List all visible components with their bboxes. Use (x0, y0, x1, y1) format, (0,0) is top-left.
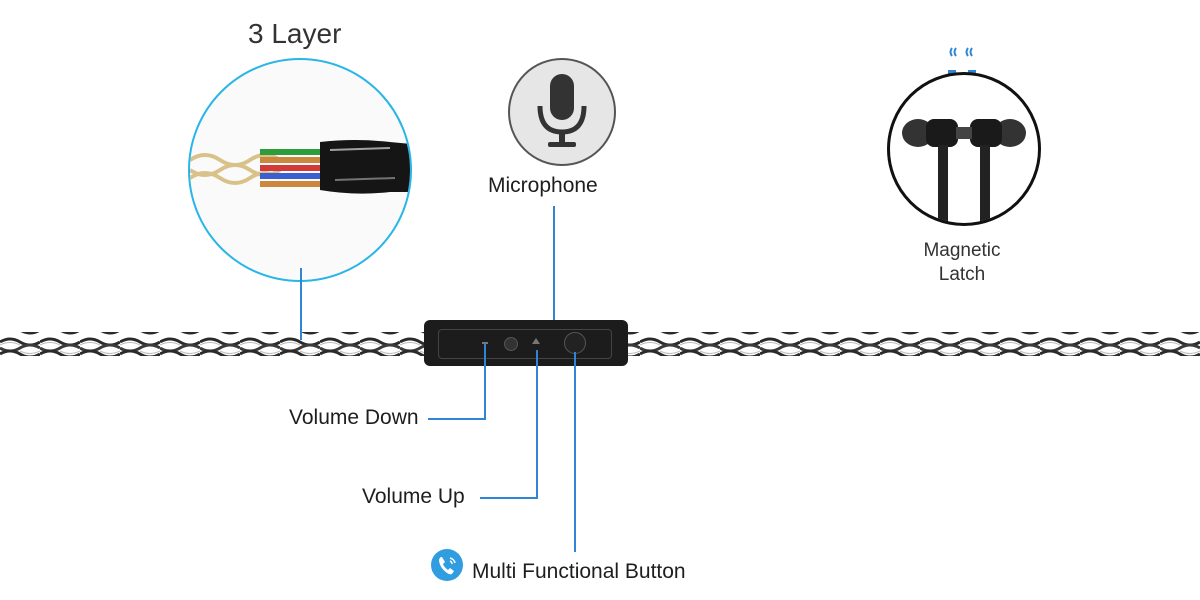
phone-icon (431, 549, 463, 581)
volume-up-leader-h (480, 497, 538, 499)
volume-down-label: Volume Down (289, 406, 419, 429)
layer-detail-circle (188, 58, 412, 282)
volume-down-leader-h (428, 418, 486, 420)
earbuds-image (902, 119, 1026, 223)
microphone-icon (537, 74, 587, 147)
volume-down-button[interactable] (482, 342, 488, 344)
layer-label: 3 Layer (248, 18, 342, 49)
volume-up-leader-v (536, 350, 538, 499)
inline-remote (424, 320, 628, 366)
volume-up-button[interactable] (532, 338, 540, 344)
volume-up-label: Volume Up (362, 485, 465, 508)
multi-function-button[interactable] (564, 332, 586, 354)
layer-leader-line (300, 268, 302, 340)
magnetic-label-line1: Magnetic (923, 240, 1001, 261)
microphone-label: Microphone (488, 174, 598, 197)
multi-button-label: Multi Functional Button (472, 560, 686, 583)
microphone-icon-circle (508, 58, 616, 166)
cable-cross-section-image (190, 140, 410, 194)
magnetic-label-line2: Latch (938, 264, 986, 285)
mic-hole (504, 337, 518, 351)
magnetic-latch-circle (887, 72, 1041, 226)
multi-button-leader-v (574, 352, 576, 552)
microphone-leader-line (553, 206, 555, 344)
remote-button-panel (438, 329, 612, 359)
volume-down-leader-v (484, 344, 486, 420)
